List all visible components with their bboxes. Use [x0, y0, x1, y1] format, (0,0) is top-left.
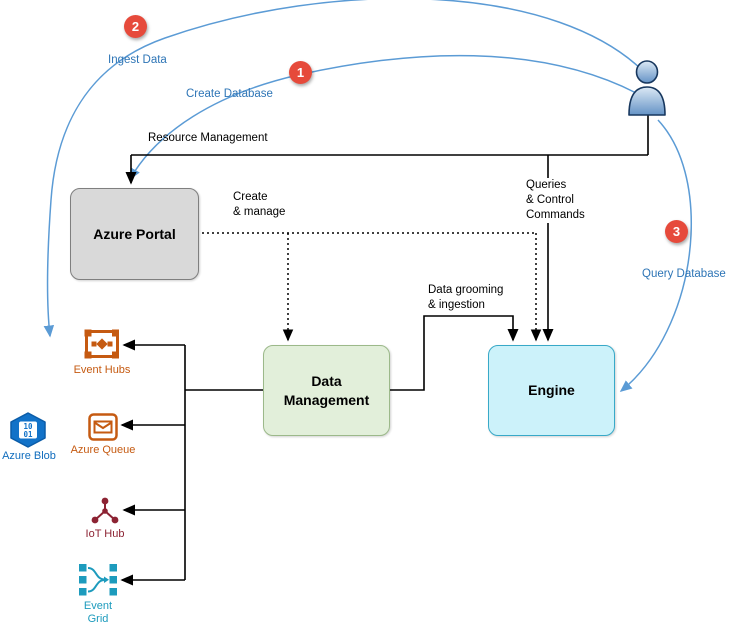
azure-portal-node: Azure Portal [70, 188, 199, 280]
ingest-data-label: Ingest Data [108, 54, 167, 66]
event-hubs-label: Event Hubs [73, 364, 131, 376]
event-hubs-icon [84, 329, 120, 366]
create-manage-label: Create & manage [231, 190, 288, 220]
azure-queue-icon [88, 413, 118, 446]
create-database-curve [129, 54, 641, 181]
iot-hub-icon [89, 496, 121, 531]
blob-binary-line2: 01 [23, 430, 33, 439]
iot-hub-label: IoT Hub [85, 528, 125, 540]
ingest-data-curve [43, 0, 651, 338]
data-grooming-ingestion-label: Data grooming & ingestion [426, 283, 506, 313]
blob-binary-line1: 10 [23, 422, 33, 431]
query-database-label: Query Database [642, 268, 726, 280]
step-badge-3: 3 [665, 220, 688, 243]
user-person-icon [624, 59, 670, 122]
azure-blob-icon: 10 01 [9, 412, 47, 453]
data-management-node: Data Management [263, 345, 390, 436]
queries-control-commands-label: Queries & Control Commands [524, 178, 587, 223]
event-grid-label: Event Grid [83, 600, 113, 626]
sources-trunk-line [184, 345, 263, 580]
event-grid-icon [78, 562, 118, 603]
data-grooming-line [388, 315, 519, 391]
create-database-label: Create Database [186, 88, 273, 100]
engine-node: Engine [488, 345, 615, 436]
query-database-curve [619, 119, 693, 392]
step-badge-1: 1 [289, 61, 312, 84]
azure-blob-label: Azure Blob [2, 450, 56, 462]
azure-queue-label: Azure Queue [70, 444, 136, 456]
resource-management-line [131, 112, 649, 156]
step-badge-2: 2 [124, 15, 147, 38]
resource-management-label: Resource Management [148, 132, 268, 144]
